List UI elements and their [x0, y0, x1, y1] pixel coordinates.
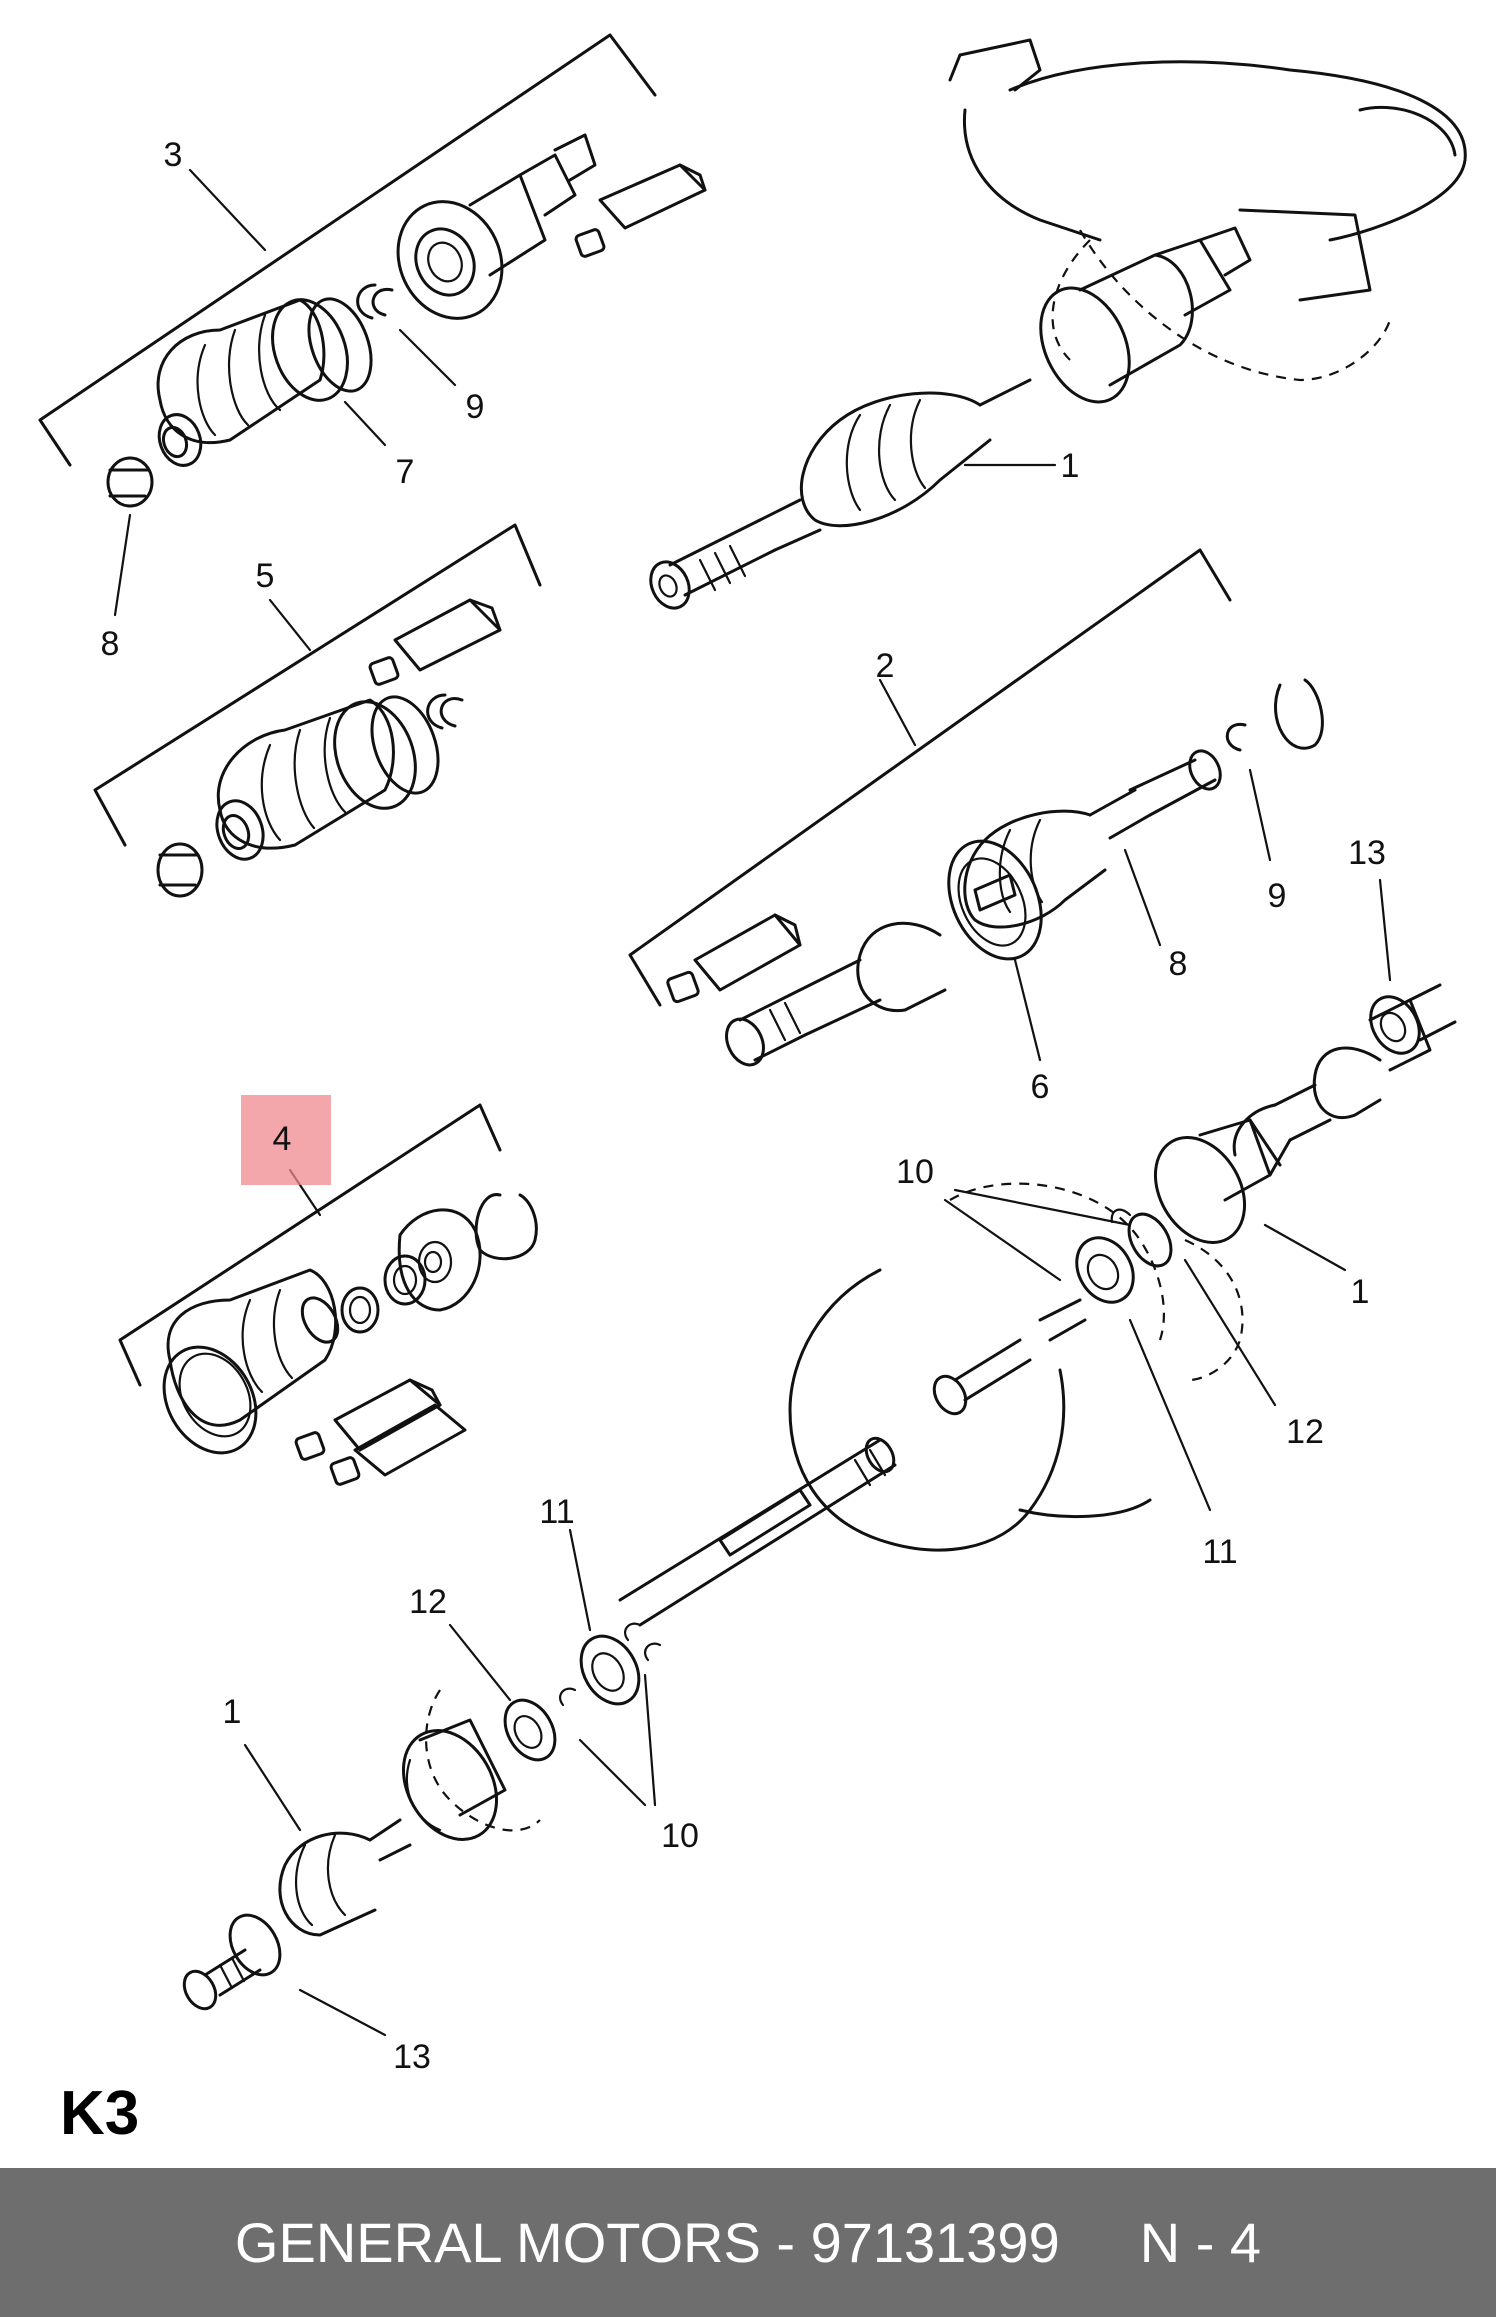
leader-2	[878, 678, 917, 747]
leader-9-b	[1248, 768, 1272, 862]
callout-8-b: 8	[1169, 945, 1188, 983]
leader-lines	[243, 878, 1392, 2037]
callout-1-mid: 1	[1351, 1273, 1370, 1311]
callout-highlight	[241, 1095, 331, 1185]
leader-8-a	[113, 513, 132, 617]
exploded-parts-diagram: 3 9 7 8 1 5 2 9 8 6 13 4 10 1 12 11 11 1…	[38, 33, 1467, 2076]
diff-mount	[948, 38, 1042, 92]
leader-3	[188, 168, 267, 252]
callout-11-left: 11	[539, 1493, 574, 1531]
callout-12-right: 12	[1286, 1413, 1324, 1451]
leader-12-right	[1183, 1258, 1277, 1407]
callout-11-right: 11	[1202, 1533, 1237, 1571]
leader-10-top-b	[943, 1198, 1062, 1282]
footer-page-ref: N - 4	[1139, 2211, 1262, 2274]
leader-9-a	[398, 328, 457, 387]
leader-1-bottom	[243, 1743, 302, 1832]
callout-10-top: 10	[896, 1153, 934, 1191]
callout-5: 5	[256, 557, 275, 595]
footer-brand-part-number: GENERAL MOTORS - 97131399	[234, 2211, 1060, 2274]
kit-2-bracket	[628, 548, 1232, 1007]
leader-6	[1013, 958, 1042, 1062]
grease-tube-b	[368, 598, 502, 686]
callout-10-bottom: 10	[661, 1817, 699, 1855]
kit-5-group	[93, 523, 542, 898]
callout-6: 6	[1031, 1068, 1050, 1106]
snap-ring-9-b	[1225, 678, 1324, 752]
leader-11-left	[568, 1528, 592, 1632]
boot-5	[215, 695, 440, 861]
leader-13-top	[1378, 878, 1392, 982]
callout-1-top: 1	[1061, 447, 1080, 485]
callout-9-b: 9	[1268, 877, 1287, 915]
callout-13-top: 13	[1348, 834, 1386, 872]
callout-13-bottom: 13	[393, 2038, 431, 2076]
leader-10-bottom-b	[643, 1673, 657, 1807]
leader-1-mid	[1263, 1223, 1347, 1272]
leader-10-top-a	[953, 1188, 1132, 1227]
snap-ring-9-a	[356, 283, 394, 320]
grease-tube-a	[574, 163, 707, 258]
callout-1-bottom: 1	[223, 1693, 242, 1731]
leader-5	[268, 598, 312, 652]
callout-7: 7	[396, 453, 415, 491]
driveshaft-top	[649, 38, 1467, 610]
callout-4: 4	[273, 1120, 292, 1158]
callout-2: 2	[876, 647, 895, 685]
kit-2-group	[628, 548, 1324, 1067]
leader-12-left	[448, 1623, 512, 1702]
kit-3-bracket	[38, 33, 657, 467]
sheet-code: K3	[60, 2079, 140, 2148]
callout-3: 3	[164, 136, 183, 174]
boot-7	[156, 297, 373, 467]
clamp-8-a	[106, 456, 154, 508]
leader-13-bottom	[298, 1988, 387, 2037]
kit-5-bracket	[93, 523, 542, 847]
kit-4-bracket	[118, 1103, 502, 1387]
footer-bar: GENERAL MOTORS - 97131399 N - 4	[0, 2168, 1496, 2317]
cv-joint-outer	[396, 133, 597, 320]
leader-10-bottom-a	[578, 1738, 647, 1807]
leader-8-b	[1123, 848, 1162, 947]
clamp-5	[156, 842, 204, 898]
callout-9-a: 9	[466, 388, 485, 426]
callout-labels: 3 9 7 8 1 5 2 9 8 6 13 4 10 1 12 11 11 1…	[101, 136, 1386, 2076]
leader-7	[343, 400, 387, 447]
snap-ring-5	[426, 693, 464, 730]
callout-12-left: 12	[409, 1583, 447, 1621]
kit-3-group	[38, 33, 707, 617]
driveshaft-bottom	[182, 983, 1457, 2011]
callout-8-a: 8	[101, 625, 120, 663]
leader-11-right	[1128, 1318, 1212, 1512]
